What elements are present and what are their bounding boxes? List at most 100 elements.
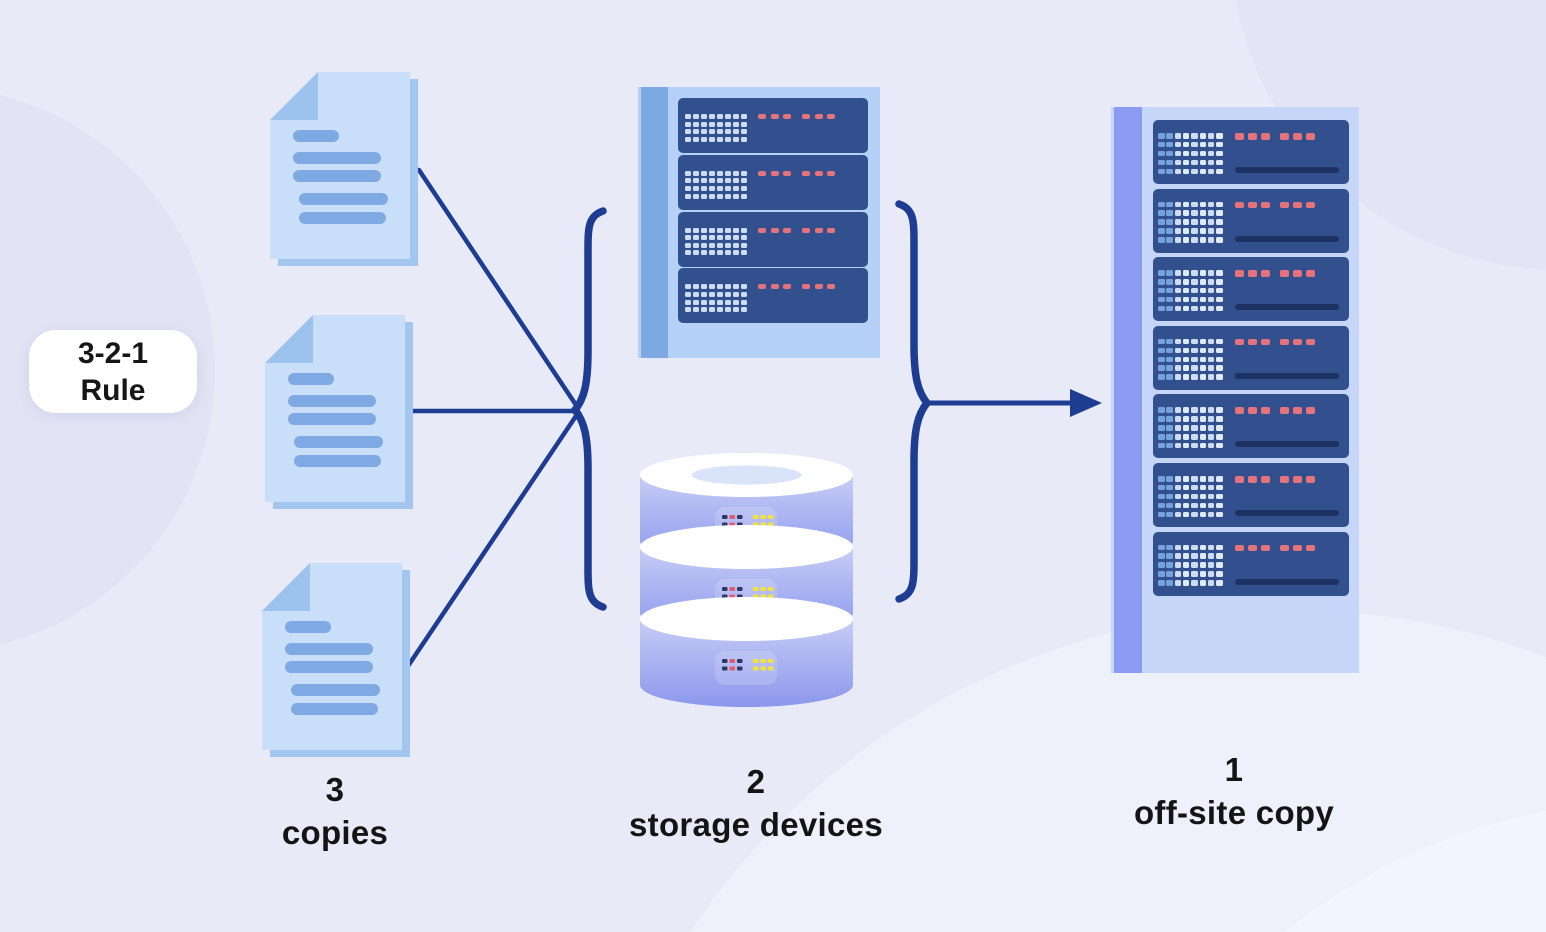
led-cell [709, 136, 715, 142]
led-cell [1199, 347, 1206, 354]
server-unit [1153, 463, 1349, 527]
status-dash [1248, 133, 1258, 140]
led-cell [741, 129, 747, 135]
led-cell [1199, 133, 1206, 139]
led-cell [1216, 237, 1223, 243]
disk-led [768, 522, 774, 527]
led-cell [733, 136, 739, 142]
document-text-line [288, 395, 376, 407]
led-cell [701, 284, 707, 290]
led-cell [1207, 425, 1215, 431]
led-cell [733, 193, 739, 199]
led-cell [1158, 305, 1165, 312]
led-cell [1191, 365, 1198, 371]
led-cell [1191, 210, 1198, 216]
led-cell [1158, 219, 1165, 225]
status-dash [1261, 270, 1271, 277]
led-cell [1207, 553, 1215, 559]
led-cell [1158, 168, 1165, 175]
led-cell [1207, 407, 1215, 413]
document-fold [262, 563, 310, 611]
led-cell [1182, 210, 1190, 216]
led-cell [693, 250, 699, 256]
led-cell [693, 193, 699, 199]
led-cell [1158, 338, 1165, 345]
status-dash [802, 114, 810, 119]
led-cell [693, 284, 699, 290]
led-cell [1199, 270, 1206, 276]
led-cell [1174, 416, 1182, 422]
led-cell [1207, 562, 1215, 568]
led-cell [1182, 270, 1190, 276]
disk-led [722, 666, 728, 671]
status-dash [1280, 476, 1289, 483]
led-cell [1166, 502, 1173, 509]
label-copies: 3 copies [185, 768, 485, 854]
led-cell [1166, 347, 1173, 354]
led-cell [1166, 374, 1173, 380]
status-dash [783, 227, 791, 233]
led-cell [1158, 374, 1165, 380]
led-cell [733, 299, 739, 305]
led-cell [1166, 305, 1173, 312]
status-dash [1306, 476, 1316, 483]
led-cell [725, 121, 731, 127]
led-cell [1191, 562, 1198, 568]
document-text-line [293, 170, 381, 182]
status-dash [1280, 133, 1289, 140]
led-cell [733, 227, 739, 233]
led-cell [1166, 484, 1173, 491]
led-cell [685, 185, 691, 191]
led-cell [1216, 347, 1223, 354]
database-icon [640, 453, 853, 711]
led-cell [1191, 356, 1198, 363]
disk-led [760, 659, 766, 663]
document-text-line [293, 152, 381, 164]
document-icon [270, 72, 418, 266]
disk-led [729, 587, 735, 591]
led-cell [1182, 338, 1190, 345]
led-cell [1166, 356, 1173, 363]
led-cell [1199, 201, 1206, 208]
led-cell [1182, 296, 1190, 303]
led-cell [1216, 580, 1223, 586]
led-cell [685, 307, 691, 313]
disk-led [737, 666, 743, 671]
led-cell [741, 178, 747, 184]
rack-strip [1114, 107, 1142, 673]
label-copies-text: copies [281, 814, 389, 851]
led-cell [709, 291, 715, 297]
rule-badge: 3-2-1 Rule [29, 330, 197, 413]
led-cell [1216, 228, 1223, 234]
led-cell [1199, 476, 1206, 482]
led-cell [1216, 210, 1223, 216]
led-cell [709, 193, 715, 199]
led-cell [1191, 374, 1198, 380]
led-cell [1216, 442, 1223, 449]
led-cell [733, 114, 739, 119]
led-cell [1216, 133, 1223, 139]
led-cell [1207, 416, 1215, 422]
status-dash [758, 114, 766, 119]
led-cell [1207, 270, 1215, 276]
led-cell [1216, 219, 1223, 225]
led-cell [717, 121, 723, 127]
led-cell [1199, 365, 1206, 371]
led-cell [1166, 201, 1173, 208]
led-cell [1174, 279, 1182, 285]
led-cell [1166, 287, 1173, 294]
led-cell [1216, 287, 1223, 294]
led-cell [1216, 476, 1223, 482]
led-cell [1216, 279, 1223, 285]
led-cell [1158, 580, 1165, 586]
led-cell [1207, 580, 1215, 586]
led-cell [1207, 571, 1215, 577]
led-cell [1166, 150, 1173, 157]
led-cell [709, 114, 715, 119]
led-cell [1199, 553, 1206, 559]
disk-led [729, 659, 735, 663]
led-cell [1216, 201, 1223, 208]
led-cell [709, 121, 715, 127]
led-cell [1174, 201, 1182, 208]
server-unit [1153, 325, 1349, 390]
